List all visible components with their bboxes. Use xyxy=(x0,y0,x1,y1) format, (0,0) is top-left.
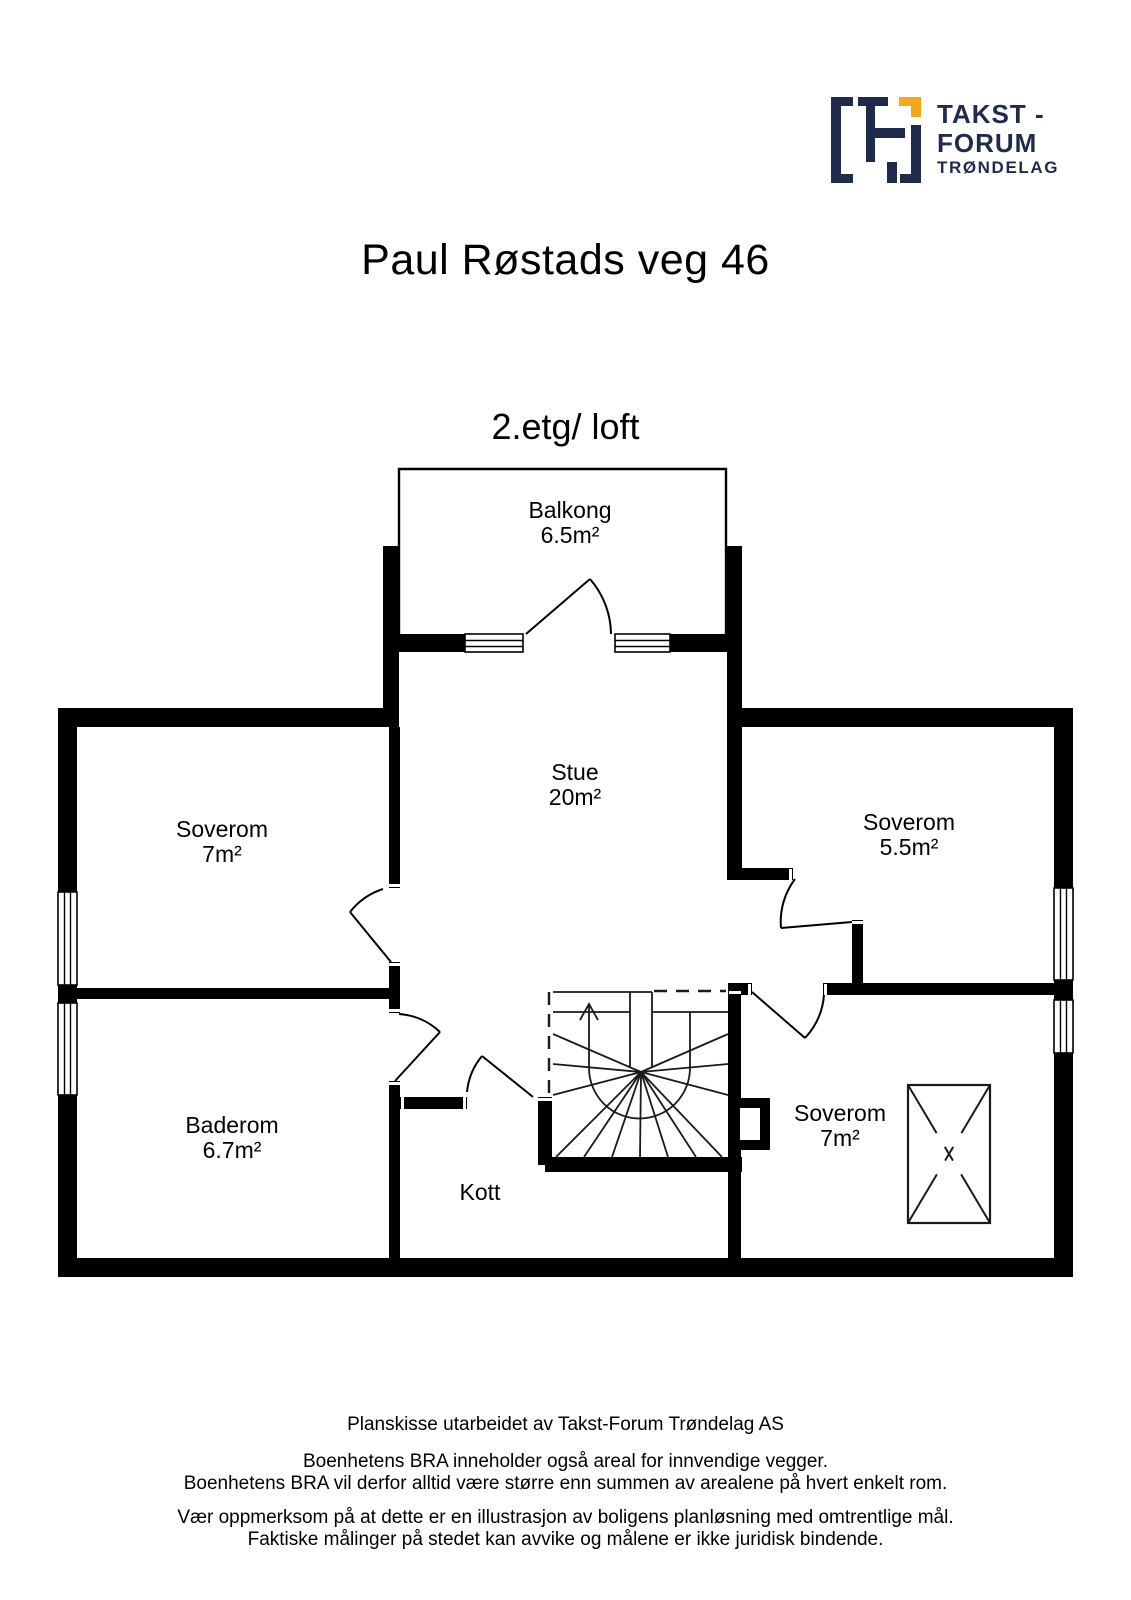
room-area: 7m² xyxy=(202,841,242,867)
room-name: Soverom xyxy=(793,1100,887,1126)
door-balcony xyxy=(525,578,612,635)
room-label-balkong: Balkong 6.5m² xyxy=(528,498,611,548)
room-name: Soverom xyxy=(862,809,956,835)
room-label-stue: Stue 20m² xyxy=(549,760,601,810)
door-soverom-hoyre xyxy=(779,878,853,929)
door-soverom-nede xyxy=(751,991,825,1039)
windows xyxy=(57,633,1074,1096)
window-left-soverom xyxy=(57,891,78,986)
room-label-soverom-venstre: Soverom 7m² xyxy=(176,817,268,867)
footer-disclaimer-2: Faktiske målinger på stedet kan avvike o… xyxy=(247,1528,884,1550)
stair-opening-dashed xyxy=(547,989,726,1095)
room-name: Soverom xyxy=(175,816,269,842)
footer-disclaimer-1: Vær oppmerksom på at dette er en illustr… xyxy=(177,1507,954,1528)
window-balcony-left xyxy=(464,633,524,653)
stair-direction-arrow xyxy=(579,1002,691,1120)
takstforum-logo-icon xyxy=(831,97,921,183)
logo-line-3: TRØNDELAG xyxy=(937,158,1060,177)
door-soverom-venstre xyxy=(349,888,392,963)
room-name: Stue xyxy=(551,759,599,785)
window-left-baderom xyxy=(57,1002,78,1096)
window-right-soverom xyxy=(1053,887,1074,981)
door-kott xyxy=(466,1055,534,1098)
staircase xyxy=(547,989,729,1158)
interior-walls xyxy=(77,727,1054,1258)
page-title: Paul Røstads veg 46 xyxy=(361,236,770,284)
room-label-baderom: Baderom 6.7m² xyxy=(185,1113,278,1163)
window-balcony-right xyxy=(614,633,671,653)
room-area: 5.5m² xyxy=(879,834,939,860)
footer-credit: Planskisse utarbeidet av Takst-Forum Trø… xyxy=(347,1414,784,1435)
room-name: Kott xyxy=(459,1179,501,1205)
balcony-outline xyxy=(397,467,728,634)
logo-line-1: TAKST - xyxy=(937,99,1045,129)
exterior-walls xyxy=(58,546,1073,1277)
logo-line-2: FORUM xyxy=(937,128,1038,158)
takstforum-logo-text: TAKST - FORUM TRØNDELAG xyxy=(937,100,1059,178)
room-area: 7m² xyxy=(820,1125,860,1151)
room-label-kott: Kott xyxy=(460,1180,501,1205)
room-name: Balkong xyxy=(528,497,612,523)
door-jamb-caps xyxy=(389,869,863,1109)
room-area: 6.5m² xyxy=(540,522,600,548)
room-label-soverom-hoyre: Soverom 5.5m² xyxy=(863,810,955,860)
doors xyxy=(349,578,853,1098)
door-baderom xyxy=(394,1013,441,1082)
window-right-soverom-nede xyxy=(1053,999,1074,1054)
room-name: Baderom xyxy=(185,1112,279,1138)
footer-bra-note-2: Boenhetens BRA vil derfor alltid være st… xyxy=(183,1472,948,1494)
takstforum-logo xyxy=(830,96,922,186)
floor-label: 2.etg/ loft xyxy=(491,406,640,447)
room-area: 20m² xyxy=(548,784,602,810)
chimney-shaft xyxy=(728,1098,770,1150)
footer-bra-note-1: Boenhetens BRA inneholder også areal for… xyxy=(303,1451,828,1472)
room-area: 6.7m² xyxy=(202,1137,262,1163)
bed-symbol xyxy=(906,1083,992,1225)
room-label-soverom-nede: Soverom 7m² xyxy=(794,1101,886,1151)
